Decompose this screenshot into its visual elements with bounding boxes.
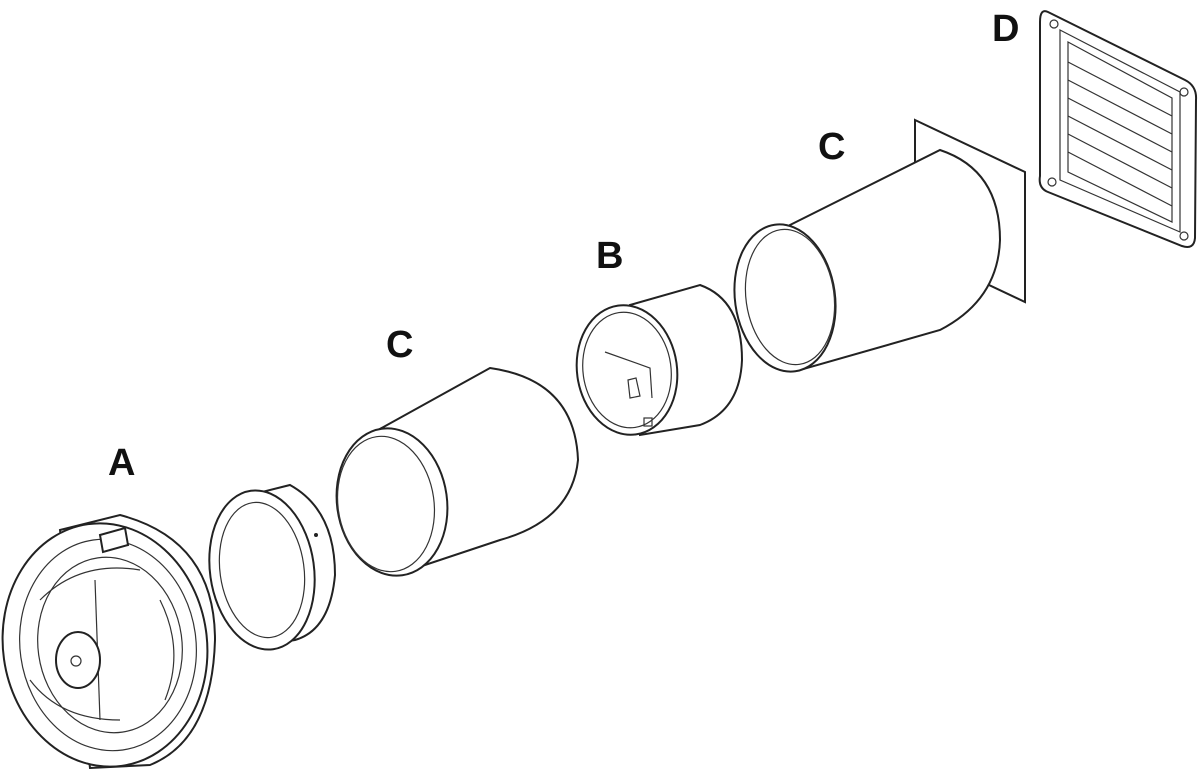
backdraft-damper: [575, 283, 744, 437]
label-b: B: [596, 235, 624, 277]
wall-duct-left: [335, 366, 580, 577]
label-d: D: [992, 8, 1020, 50]
wall-duct-right: [733, 118, 1026, 373]
fan-unit: [1, 513, 217, 769]
label-c-right: C: [818, 126, 846, 168]
adapter-ring: [208, 483, 337, 651]
label-a: A: [108, 442, 136, 484]
exterior-grille: [1038, 10, 1198, 248]
label-c-left: C: [386, 324, 414, 366]
